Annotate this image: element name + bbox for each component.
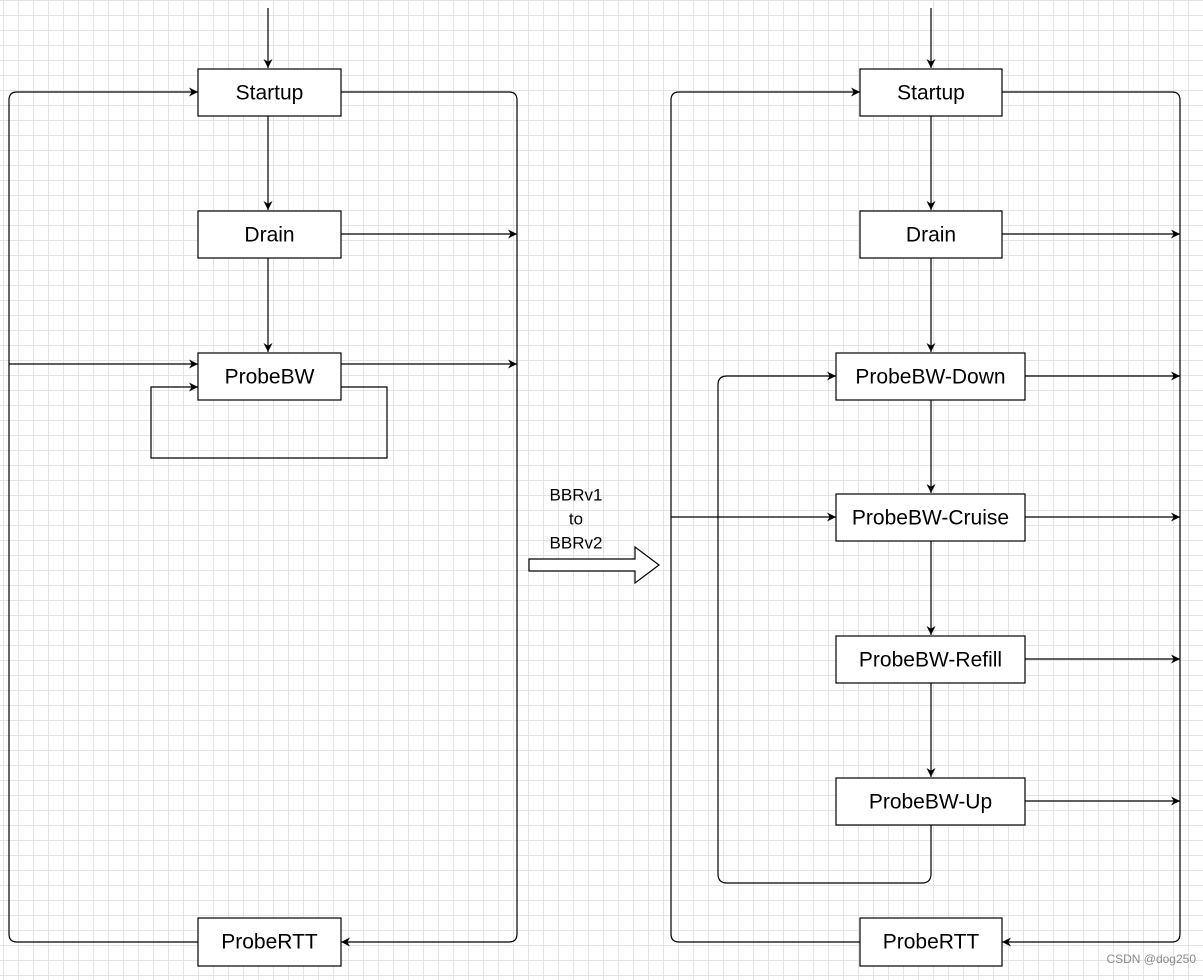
state-label: ProbeBW-Down: [855, 366, 1005, 389]
state-probebw-up: ProbeBW-Up: [835, 777, 1026, 826]
transition-line-1: BBRv1: [550, 486, 603, 505]
transition-label: BBRv1 to BBRv2: [550, 486, 603, 553]
state-probertt-v1: ProbeRTT: [197, 917, 342, 967]
watermark: CSDN @dog250: [1106, 952, 1196, 966]
transition-line-2: to: [569, 510, 583, 529]
transition-line-3: BBRv2: [550, 534, 603, 553]
state-label: Startup: [897, 82, 965, 105]
state-probebw-refill: ProbeBW-Refill: [835, 635, 1026, 684]
state-label: ProbeBW: [225, 366, 315, 389]
edge-up-loop-to-down: [717, 371, 932, 884]
state-probebw-v1: ProbeBW: [197, 352, 342, 401]
state-label: ProbeBW-Refill: [859, 649, 1002, 672]
edge-startup-right-bus: [341, 91, 518, 947]
edge-probertt-left-bus: [8, 87, 198, 943]
bbrv1-diagram: Startup Drain ProbeBW ProbeRTT: [8, 8, 518, 967]
state-label: Drain: [244, 224, 294, 247]
state-label: Drain: [906, 224, 956, 247]
bbrv2-diagram: Startup Drain ProbeBW-Down ProbeBW-Cruis…: [670, 8, 1181, 967]
state-label: ProbeRTT: [221, 931, 318, 954]
state-probebw-down: ProbeBW-Down: [835, 352, 1026, 401]
state-startup-v1: Startup: [197, 68, 342, 117]
state-label: ProbeBW-Up: [869, 791, 992, 814]
state-drain-v2: Drain: [859, 210, 1003, 259]
state-startup-v2: Startup: [859, 68, 1003, 117]
state-drain-v1: Drain: [197, 210, 342, 259]
edge-probebw-self-loop: [150, 382, 388, 459]
state-probertt-v2: ProbeRTT: [859, 917, 1003, 967]
transition-arrow-icon: [528, 545, 660, 585]
state-label: Startup: [236, 82, 304, 105]
state-label: ProbeRTT: [883, 931, 980, 954]
state-probebw-cruise: ProbeBW-Cruise: [835, 493, 1026, 542]
state-label: ProbeBW-Cruise: [852, 507, 1009, 530]
